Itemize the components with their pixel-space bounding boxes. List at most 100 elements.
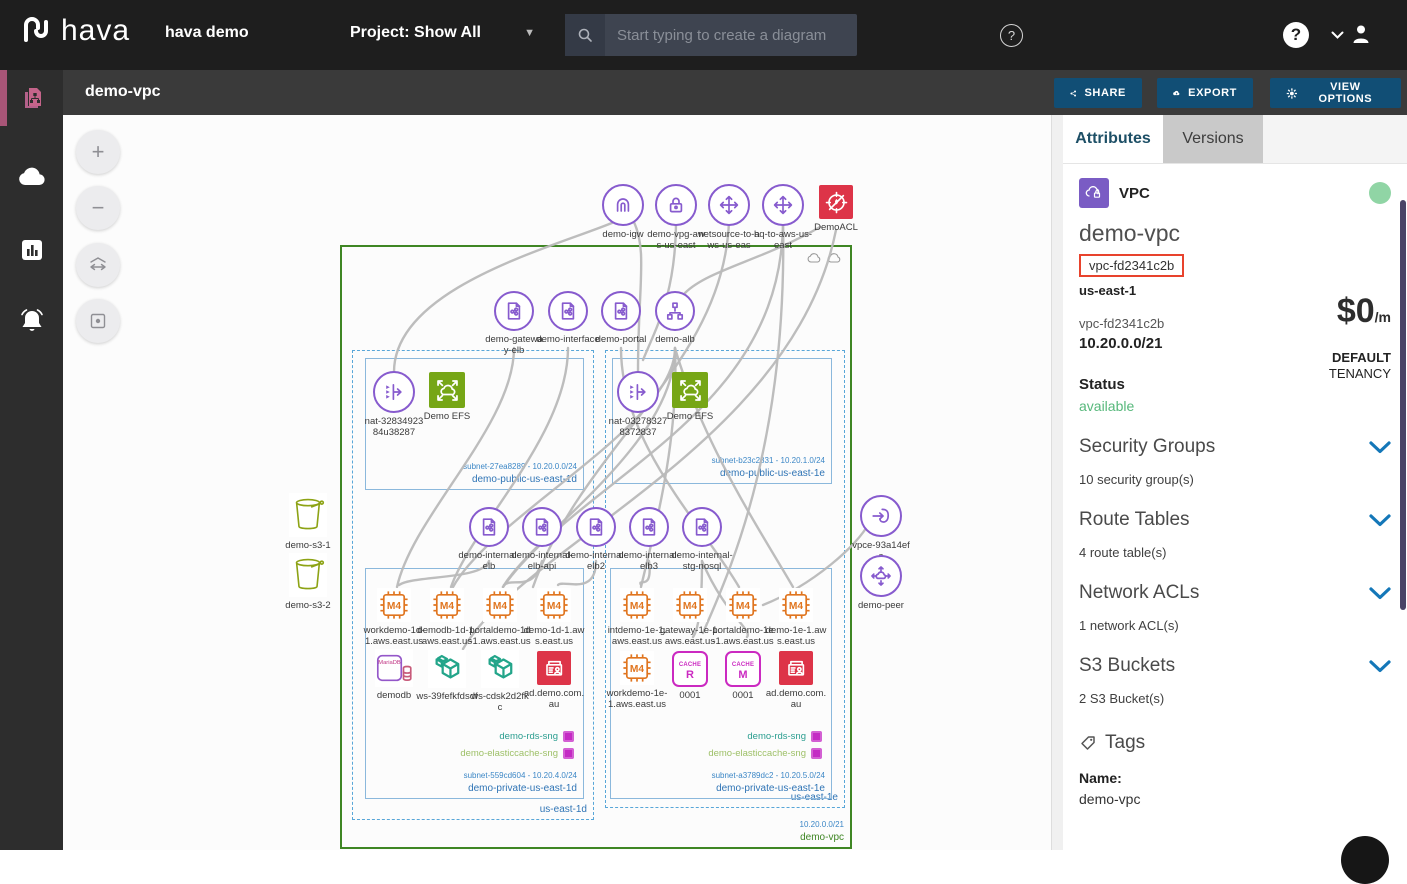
diagram-node-label: nat-3283492384u38287 (364, 416, 424, 439)
diagram-toolbar: demo-vpc SHARE EXPORT VIEW OPTIONS (0, 70, 1407, 115)
tag-name-label: Name: (1079, 770, 1122, 786)
efs-icon (429, 372, 465, 408)
status-value: available (1079, 398, 1135, 414)
container-label: demo-public-us-east-1d (471, 474, 577, 485)
diagram-node-demo-s3-2[interactable]: demo-s3-2 (273, 553, 343, 611)
diagram-node-demo-s3-1[interactable]: demo-s3-1 (273, 493, 343, 551)
help-outline-icon[interactable]: ? (1000, 24, 1023, 47)
diagram-node-label: demo-igw (602, 229, 644, 240)
ec2-m4-icon: M4 (673, 588, 707, 622)
project-selector[interactable]: Project: Show All ▼ (350, 24, 535, 42)
diagram-node-vpce-93a14efa[interactable]: vpce-93a14efa (850, 495, 912, 562)
cost-estimate: $0/m (1336, 292, 1391, 330)
diagram-node-demo-internal-stg-nosql[interactable]: demo-internal-stg-nosql (670, 507, 734, 572)
diagram-node-nat-1d[interactable]: nat-3283492384u38287 (364, 371, 424, 438)
sidebar-item-alerts[interactable] (0, 294, 63, 350)
workspaces-icon (481, 650, 519, 688)
elb-icon (682, 507, 722, 547)
section-network-acls[interactable]: Network ACLs (1079, 582, 1391, 604)
diagram-node-efs-1d[interactable]: Demo EFS (417, 372, 477, 422)
ec2-m4-icon: M4 (377, 588, 411, 622)
status-label: Status (1079, 376, 1125, 393)
tab-attributes[interactable]: Attributes (1063, 115, 1163, 163)
container-label: us-east-1d (539, 804, 587, 815)
directory-service-icon (537, 651, 571, 685)
tab-versions[interactable]: Versions (1163, 115, 1263, 163)
elb-icon (494, 291, 534, 331)
attributes-panel: Attributes Versions VPC demo-vpc vpc-fd2… (1063, 115, 1407, 850)
section-s3-buckets[interactable]: S3 Buckets (1079, 655, 1391, 677)
diagram-node-hq-to-aws[interactable]: hq-to-aws-us-east (752, 184, 814, 251)
diagram-node-demo-igw[interactable]: demo-igw (594, 184, 652, 240)
vpn-gateway-lock-icon (655, 184, 697, 226)
help-icon[interactable]: ? (1283, 22, 1309, 48)
subnet-group-label: demo-elasticcache-sng (460, 748, 574, 759)
export-button[interactable]: EXPORT (1157, 78, 1253, 108)
tag-icon (1081, 736, 1095, 750)
chevron-down-icon: ▼ (524, 27, 535, 39)
diagram-node-label: hq-to-aws-us-east (753, 229, 813, 252)
diagram-node-demo-peer[interactable]: demo-peer (848, 555, 914, 611)
chat-fab-button[interactable] (1341, 836, 1389, 884)
sidebar-item-sources[interactable] (0, 148, 63, 204)
view-options-button[interactable]: VIEW OPTIONS (1270, 78, 1401, 108)
diagram-node-ws-39fefkfdsdf[interactable]: ws-39fefkfdsdf (416, 650, 478, 702)
svg-text:MariaDB: MariaDB (378, 660, 401, 666)
vpc-endpoint-icon (860, 495, 902, 537)
center-view-button[interactable] (76, 299, 120, 343)
diagram-node-ad-demo-1e[interactable]: ad.demo.com.au (765, 651, 827, 710)
resource-type-label: VPC (1119, 184, 1150, 202)
account-chevron-icon[interactable] (1331, 31, 1344, 40)
panel-scrollbar[interactable] (1400, 200, 1406, 610)
diagram-node-ws-cdsk2d2fkc[interactable]: ws-cdsk2d2fkc (469, 650, 531, 713)
section-network-acls-detail: 1 network ACL(s) (1079, 618, 1179, 633)
section-route-tables[interactable]: Route Tables (1079, 509, 1391, 531)
zoom-in-button[interactable]: + (76, 130, 120, 174)
search-icon[interactable] (565, 14, 605, 56)
vpc-cidr-value: 10.20.0.0/21 (1079, 335, 1163, 352)
ec2-m4-icon: M4 (620, 588, 654, 622)
diagram-node-label: ws-cdsk2d2fkc (471, 691, 529, 714)
container-label: demo-private-us-east-1d (468, 783, 577, 794)
diagram-node-label: demo-portal (595, 334, 647, 345)
vpc-provider-cloud-icons (807, 252, 842, 263)
diagram-node-label: ad.demo.com.au (765, 688, 827, 711)
diagram-node-demo-alb[interactable]: demo-alb (645, 291, 705, 345)
diagram-node-DemoACL[interactable]: DemoACL (806, 185, 866, 233)
user-profile-icon[interactable] (1351, 23, 1371, 45)
diagram-node-ad-demo-1d[interactable]: ad.demo.com.au (523, 651, 585, 710)
diagram-node-efs-1e[interactable]: Demo EFS (660, 372, 720, 422)
diagram-node-demo-gateway-elb[interactable]: demo-gateway-elb (484, 291, 544, 356)
share-button-label: SHARE (1084, 87, 1126, 99)
search-input[interactable] (605, 26, 857, 44)
sidebar-item-environments[interactable] (0, 70, 63, 126)
hava-logo[interactable]: hava (18, 13, 130, 49)
network-acl-icon (819, 185, 853, 219)
tenancy-label: DEFAULT TENANCY (1328, 350, 1391, 381)
resource-id-highlight[interactable]: vpc-fd2341c2b (1079, 254, 1185, 277)
fit-to-screen-button[interactable] (76, 243, 120, 287)
zoom-out-button[interactable]: − (76, 186, 120, 230)
section-s3-buckets-detail: 2 S3 Bucket(s) (1079, 691, 1165, 706)
diagram-title: demo-vpc (85, 83, 161, 100)
export-cloud-icon (1173, 90, 1180, 96)
s3-bucket-icon (289, 553, 327, 597)
container-label: demo-vpc (800, 832, 844, 843)
diagram-node-nat-1e[interactable]: nat-032783278372837 (608, 371, 668, 438)
status-dot (1369, 182, 1391, 204)
share-button[interactable]: SHARE (1054, 78, 1142, 108)
sidebar-item-stats[interactable] (0, 222, 63, 278)
section-security-groups[interactable]: Security Groups (1079, 436, 1391, 458)
svg-text:M4: M4 (630, 664, 644, 675)
